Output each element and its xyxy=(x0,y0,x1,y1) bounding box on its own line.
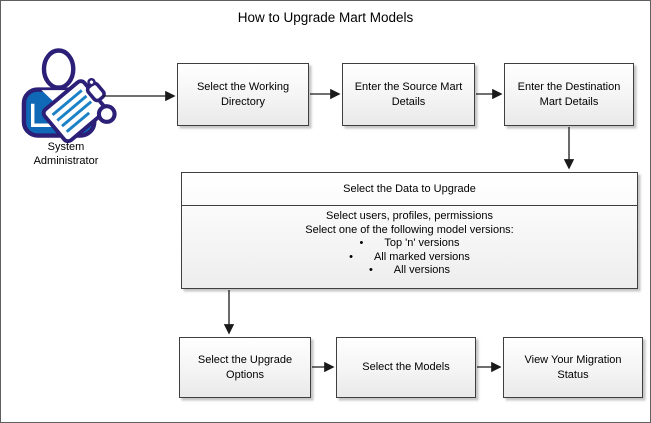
actor-label: System Administrator xyxy=(33,141,99,167)
step-select-working-directory: Select the Working Directory xyxy=(177,63,309,126)
bullet-icon: • xyxy=(359,237,364,250)
list-item: • Top 'n' versions xyxy=(182,237,637,251)
step-select-data-to-upgrade: Select the Data to Upgrade Select users,… xyxy=(181,172,638,289)
step-select-upgrade-options: Select the Upgrade Options xyxy=(179,337,311,398)
bullet-icon: • xyxy=(349,250,353,263)
system-administrator-icon xyxy=(21,48,117,144)
data-to-upgrade-header: Select the Data to Upgrade xyxy=(182,173,637,206)
list-item: • All marked versions xyxy=(182,251,637,265)
list-item: • All versions xyxy=(182,264,637,278)
bullet-text-all-marked-versions: All marked versions xyxy=(373,250,470,263)
page-title: How to Upgrade Mart Models xyxy=(237,10,414,25)
data-to-upgrade-line1: Select users, profiles, permissions xyxy=(326,210,493,222)
bullet-icon: • xyxy=(368,264,373,277)
bullet-text-top-n-versions: Top 'n' versions xyxy=(384,237,460,250)
step-select-models: Select the Models xyxy=(336,337,476,398)
step-view-migration-status: View Your Migration Status xyxy=(503,337,643,398)
data-to-upgrade-line2: Select one of the following model versio… xyxy=(305,223,514,236)
step-enter-destination-mart-details: Enter the Destination Mart Details xyxy=(504,63,634,126)
step-enter-source-mart-details: Enter the Source Mart Details xyxy=(342,63,475,126)
data-to-upgrade-body: Select users, profiles, permissions Sele… xyxy=(182,206,637,278)
bullet-text-all-versions: All versions xyxy=(393,264,451,277)
